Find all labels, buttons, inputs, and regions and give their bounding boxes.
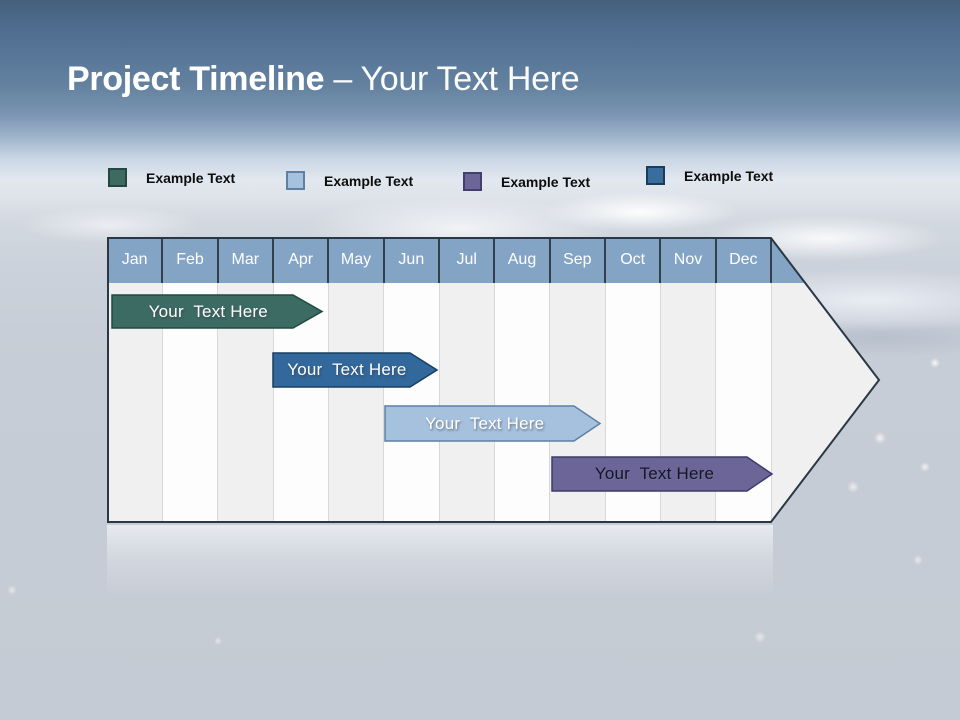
slide-title: Project Timeline – Your Text Here: [67, 58, 580, 101]
timeline-chart: Jan Feb Mar Apr May Jun Jul Aug Sep Oct Nov Dec You…: [107, 237, 881, 523]
legend-item: Example Text: [286, 171, 413, 190]
column-divider: [327, 283, 329, 523]
month-header-dec: Dec: [729, 251, 758, 268]
header-divider: [161, 237, 164, 283]
column-divider: [161, 283, 163, 523]
month-header-jan: Jan: [121, 251, 148, 268]
header-divider: [714, 237, 717, 283]
month-column: [383, 283, 439, 523]
month-header-jul: Jul: [456, 251, 477, 268]
month-header-aug: Aug: [507, 251, 537, 268]
legend-label: Example Text: [684, 167, 774, 184]
legend-swatch-icon: [646, 166, 665, 185]
task-bar-label: Your Text Here: [594, 464, 715, 483]
title-main: Project Timeline: [67, 60, 325, 98]
header-divider: [327, 237, 330, 283]
header-divider: [272, 237, 274, 283]
task-arrow-shape: [551, 456, 774, 492]
column-divider: [770, 283, 772, 523]
month-header-feb: Feb: [176, 251, 204, 268]
month-header-nov: Nov: [673, 251, 703, 268]
legend-label: Example Text: [324, 172, 414, 189]
legend-swatch-icon: [463, 172, 482, 191]
task-arrow-shape: [272, 352, 439, 388]
column-divider: [272, 283, 274, 523]
column-divider: [438, 283, 440, 523]
header-divider: [659, 237, 662, 283]
header-divider: [382, 237, 385, 283]
column-divider: [715, 283, 717, 523]
legend-swatch-icon: [108, 168, 127, 187]
task-bar-label: Your Text Here: [148, 301, 268, 321]
column-divider: [383, 283, 385, 523]
task-bar-label: Your Text Here: [287, 360, 407, 379]
month-column: [494, 283, 550, 523]
header-divider: [604, 237, 606, 283]
column-divider: [659, 283, 661, 523]
month-header-sep: Sep: [563, 251, 592, 268]
header-divider: [770, 237, 772, 283]
header-divider: [548, 237, 551, 283]
month-header-jun: Jun: [398, 251, 425, 268]
legend-item: Example Text: [463, 172, 590, 191]
month-header-apr: Apr: [288, 251, 314, 268]
timeline-arrow-outline: [107, 237, 881, 523]
legend-item: Example Text: [108, 168, 235, 187]
column-divider: [493, 283, 495, 523]
month-header-may: May: [340, 251, 372, 268]
legend-swatch-icon: [286, 171, 305, 190]
header-divider: [216, 237, 219, 283]
header-divider: [493, 237, 496, 283]
legend-label: Example Text: [146, 169, 236, 186]
month-header-oct: Oct: [620, 251, 646, 268]
month-header-mar: Mar: [231, 251, 260, 268]
legend-item: Example Text: [646, 166, 773, 185]
task-arrow-shape: [384, 405, 602, 442]
column-divider: [604, 283, 606, 523]
legend-label: Example Text: [501, 173, 591, 190]
title-suffix: – Your Text Here: [324, 60, 580, 98]
task-bar-label: Your Text Here: [425, 413, 545, 433]
task-arrow-shape: [111, 294, 324, 329]
column-divider: [217, 283, 219, 523]
table-reflection: [107, 525, 773, 597]
column-divider: [549, 283, 551, 523]
header-divider: [438, 237, 440, 283]
